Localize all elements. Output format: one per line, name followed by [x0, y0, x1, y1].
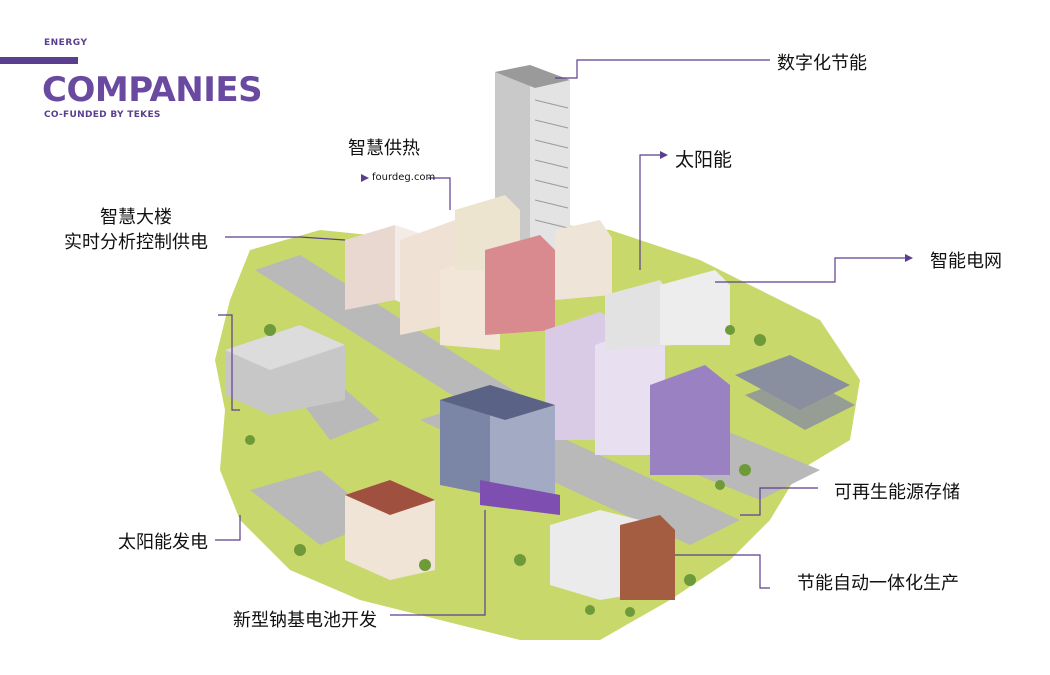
label-smart-heating: 智慧供热	[348, 138, 420, 159]
solar-panels	[735, 355, 855, 430]
trees	[245, 324, 766, 617]
label-smart-building-line1: 智慧大楼	[100, 207, 172, 228]
red-roof-building	[345, 480, 435, 580]
label-smart-building-line2: 实时分析控制供电	[64, 232, 208, 253]
label-smart-grid: 智能电网	[930, 251, 1002, 272]
label-fourdeg-link[interactable]: fourdeg.com	[372, 172, 436, 183]
label-automation: 节能自动一体化生产	[797, 573, 959, 594]
bottom-right-building	[550, 510, 675, 600]
brand-title: COMPANIES	[42, 70, 263, 110]
leader-lines	[215, 59, 905, 616]
leader-arrows	[361, 151, 913, 262]
brand-subtitle: CO-FUNDED BY TEKES	[44, 110, 161, 120]
label-solar-power: 太阳能发电	[118, 532, 208, 553]
central-office	[440, 385, 560, 515]
brand-kicker: ENERGY	[44, 38, 88, 48]
label-sodium-battery: 新型钠基电池开发	[233, 610, 377, 631]
building-cluster-right	[545, 270, 730, 475]
brand-bar	[0, 57, 78, 64]
label-digital-energy-saving: 数字化节能	[777, 53, 867, 74]
label-renewable-storage: 可再生能源存储	[834, 482, 960, 503]
gray-house	[225, 325, 345, 415]
label-solar: 太阳能	[675, 149, 733, 171]
building-cluster-left	[345, 195, 612, 350]
